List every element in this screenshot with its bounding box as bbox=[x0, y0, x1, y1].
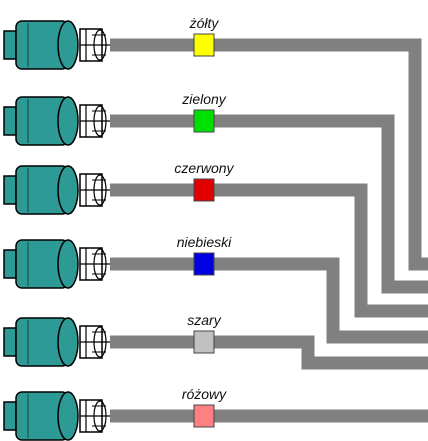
color-marker-6 bbox=[193, 404, 215, 428]
motor-icon-4 bbox=[3, 239, 110, 289]
wire-label-6: różowy bbox=[182, 386, 227, 402]
color-marker-1 bbox=[193, 33, 215, 57]
wire-label-2: zielony bbox=[181, 91, 227, 107]
wire-label-4: niebieski bbox=[177, 234, 232, 250]
color-marker-5 bbox=[193, 330, 215, 354]
color-marker-2 bbox=[193, 109, 215, 133]
color-marker-3 bbox=[193, 178, 215, 202]
wire-1 bbox=[110, 38, 428, 271]
markers-layer bbox=[193, 33, 215, 428]
motor-icon-3 bbox=[3, 165, 110, 215]
wire-3 bbox=[110, 183, 428, 318]
motor-icon-5 bbox=[3, 317, 110, 367]
wires-layer bbox=[110, 38, 428, 423]
wire-5 bbox=[110, 335, 428, 370]
motors-layer bbox=[3, 20, 110, 441]
motor-icon-1 bbox=[3, 20, 110, 70]
wire-4 bbox=[110, 257, 428, 344]
wire-label-1: żółty bbox=[189, 15, 220, 31]
labels-layer: żółty zielony czerwony niebieski szary różowy bbox=[174, 15, 234, 402]
motor-icon-2 bbox=[3, 96, 110, 146]
wire-2 bbox=[110, 114, 428, 294]
motor-icon-6 bbox=[3, 391, 110, 441]
wire-label-3: czerwony bbox=[174, 160, 234, 176]
color-marker-4 bbox=[193, 252, 215, 276]
wire-label-5: szary bbox=[187, 312, 221, 328]
